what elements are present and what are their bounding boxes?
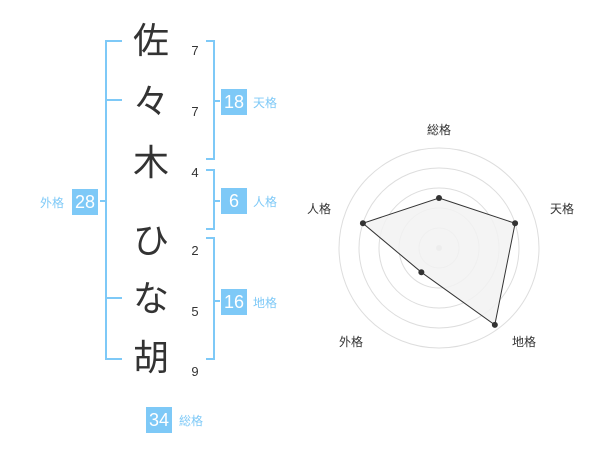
stroke-count-5: 5 bbox=[191, 304, 199, 319]
stroke-count-3: 4 bbox=[191, 165, 199, 180]
tenkaku-label: 天格 bbox=[253, 96, 278, 110]
chikaku-label: 地格 bbox=[253, 296, 278, 310]
tenkaku-badge: 18 bbox=[221, 89, 247, 115]
stroke-count-6: 9 bbox=[191, 364, 199, 379]
radar-label-jinkaku: 人格 bbox=[307, 202, 332, 216]
radar-ring bbox=[358, 167, 520, 329]
soukaku-label: 総格 bbox=[179, 414, 204, 428]
stroke-count-4: 2 bbox=[191, 243, 199, 258]
chikaku-badge: 16 bbox=[221, 289, 247, 315]
radar-label-soukaku: 総格 bbox=[427, 123, 452, 137]
soukaku-badge: 34 bbox=[146, 407, 172, 433]
radar-point-2 bbox=[512, 220, 519, 227]
radar-label-tenkaku: 天格 bbox=[550, 202, 575, 216]
stroke-count-1: 7 bbox=[191, 43, 199, 58]
jinkaku-label: 人格 bbox=[253, 195, 278, 209]
gaikaku-label: 外格 bbox=[40, 196, 65, 210]
radar-point-5 bbox=[359, 220, 366, 227]
stroke-count-2: 7 bbox=[191, 104, 199, 119]
gaikaku-bracket bbox=[100, 40, 122, 360]
name-char-3: 木 bbox=[132, 143, 169, 184]
name-char-2: 々 bbox=[132, 82, 169, 123]
radar-point-3 bbox=[491, 321, 498, 328]
bracket-lines bbox=[100, 40, 220, 360]
radar-label-gaikaku: 外格 bbox=[339, 335, 364, 349]
jinkaku-bracket bbox=[206, 169, 220, 230]
name-char-5: な bbox=[132, 279, 169, 320]
radar-ring bbox=[338, 147, 540, 349]
name-char-1: 佐 bbox=[132, 21, 169, 62]
name-char-6: 胡 bbox=[132, 338, 169, 379]
jinkaku-badge: 6 bbox=[221, 188, 247, 214]
tenkaku-bracket bbox=[206, 40, 220, 160]
gaikaku-badge: 28 bbox=[72, 189, 98, 215]
radar-point-1 bbox=[436, 195, 442, 201]
radar-label-chikaku: 地格 bbox=[512, 335, 537, 349]
radar-point-4 bbox=[418, 269, 425, 276]
radar-polygon bbox=[361, 197, 516, 326]
chikaku-bracket bbox=[206, 237, 220, 360]
name-char-4: ひ bbox=[132, 221, 169, 262]
